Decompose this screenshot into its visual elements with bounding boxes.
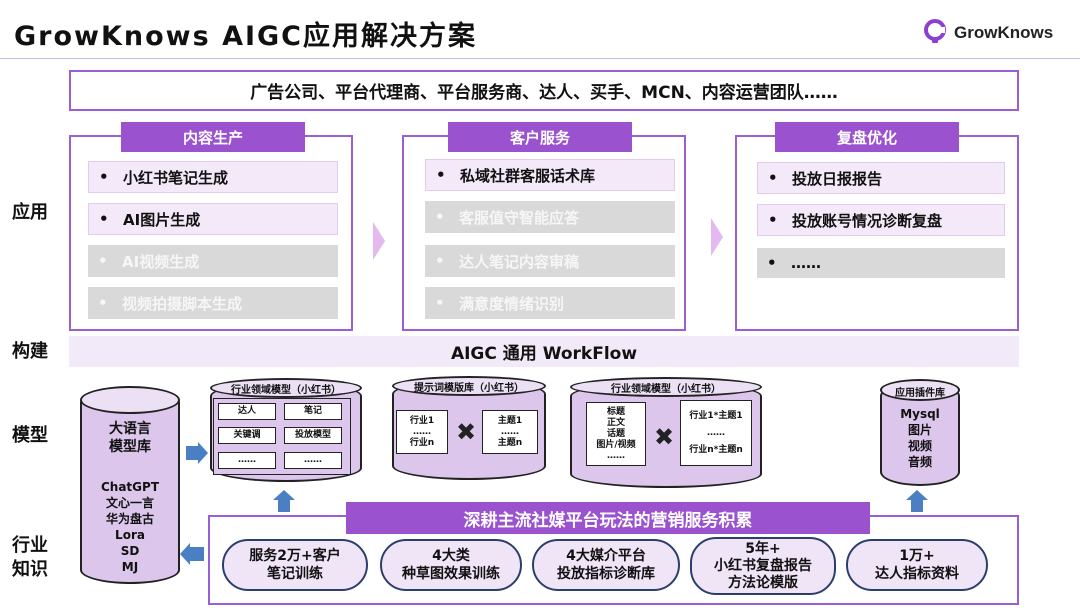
- arrow-right-head: [198, 442, 208, 464]
- cross-icon: ✖: [653, 423, 675, 451]
- llm-title: 大语言 模型库: [109, 421, 151, 455]
- page-title: GrowKnows AIGC应用解决方案: [14, 21, 477, 52]
- app-item-private-scripts[interactable]: •私域社群客服话术库: [425, 159, 675, 191]
- arrow-right-icon: [186, 446, 200, 460]
- app-item-note-review[interactable]: •达人笔记内容审稿: [425, 245, 675, 277]
- industry-model-1-title: 行业领域模型（小红书）: [231, 385, 341, 396]
- plugin-entries: Mysql 图片 视频 音频: [900, 407, 940, 469]
- knowledge-pill-media: 4大媒介平台 投放指标诊断库: [532, 539, 680, 591]
- knowledge-pill-images: 4大类 种草图效果训练: [380, 539, 522, 591]
- arrow-up-icon: [906, 490, 928, 500]
- app-item-daily-report[interactable]: •投放日报报告: [757, 162, 1005, 194]
- arrow-left-icon: [180, 543, 190, 565]
- arrow-up-stem: [911, 500, 923, 512]
- industry-model-2-title: 行业领域模型（小红书）: [611, 384, 721, 395]
- arrow-left-stem: [190, 547, 204, 561]
- prompt-industry-box: 行业1 …… 行业n: [396, 410, 448, 454]
- row-label-application: 应用: [12, 202, 48, 223]
- cross-icon: ✖: [455, 418, 477, 446]
- llm-cylinder-top: [80, 386, 180, 414]
- app-item-account-diagnosis[interactable]: •投放账号情况诊断复盘: [757, 204, 1005, 236]
- flow-chevron-icon: [711, 218, 723, 256]
- app-item-smart-reply[interactable]: •客服值守智能应答: [425, 201, 675, 233]
- workflow-bar: AIGC 通用 WorkFlow: [69, 336, 1019, 367]
- model-cell: 达人: [218, 403, 276, 420]
- model-cell: ……: [218, 452, 276, 469]
- model-cell: 投放模型: [284, 427, 342, 444]
- prompt-template-title: 提示词模版库（小红书）: [414, 383, 524, 394]
- knowledge-pill-kols: 1万+ 达人指标资料: [846, 539, 988, 591]
- target-customers: 广告公司、平台代理商、平台服务商、达人、买手、MCN、内容运营团队……: [69, 70, 1019, 111]
- header-divider: [0, 58, 1080, 59]
- growknows-logo-icon: [922, 17, 948, 49]
- arrow-up-stem: [278, 500, 290, 512]
- panel-title-content-production: 内容生产: [121, 122, 305, 152]
- plugin-library-top: [880, 379, 960, 401]
- panel-title-customer-service: 客户服务: [448, 122, 632, 152]
- app-item-more[interactable]: •……: [757, 248, 1005, 278]
- knowledge-pill-reports: 5年+ 小红书复盘报告 方法论模版: [690, 537, 836, 595]
- prompt-template-top: [392, 376, 546, 396]
- flow-chevron-icon: [373, 222, 385, 260]
- industry-model-1-top: [210, 378, 362, 398]
- prompt-topic-box: 主题1 …… 主题n: [482, 410, 538, 454]
- brand-logo: GrowKnows: [922, 16, 1072, 50]
- knowledge-pill-notes: 服务2万+客户 笔记训练: [222, 539, 368, 591]
- row-label-industry: 行业: [12, 535, 48, 556]
- logo-text: GrowKnows: [954, 23, 1054, 42]
- model-cell: ……: [284, 452, 342, 469]
- row-label-knowledge: 知识: [12, 559, 48, 580]
- industry-model-2-top: [570, 377, 762, 397]
- model-cell: 笔记: [284, 403, 342, 420]
- content-elements-box: 标题 正文 话题 图片/视频 ……: [586, 402, 646, 466]
- panel-title-review-optimization: 复盘优化: [775, 122, 959, 152]
- model-cell: 关键调: [218, 427, 276, 444]
- llm-entries: ChatGPT 文心一言 华为盘古 Lora SD MJ: [100, 480, 159, 574]
- app-item-sentiment[interactable]: •满意度情绪识别: [425, 287, 675, 319]
- knowledge-banner: 深耕主流社媒平台玩法的营销服务积累: [346, 502, 870, 534]
- plugin-library-title: 应用插件库: [895, 388, 945, 399]
- app-item-xhs-note[interactable]: •小红书笔记生成: [88, 161, 338, 193]
- app-item-ai-video[interactable]: •AI视频生成: [88, 245, 338, 277]
- app-item-ai-image[interactable]: •AI图片生成: [88, 203, 338, 235]
- row-label-build: 构建: [12, 341, 48, 362]
- app-item-video-script[interactable]: •视频拍摄脚本生成: [88, 287, 338, 319]
- row-label-model: 模型: [12, 425, 48, 446]
- arrow-up-icon: [273, 490, 295, 500]
- industry-topic-box: 行业1*主题1 …… 行业n*主题n: [680, 400, 752, 466]
